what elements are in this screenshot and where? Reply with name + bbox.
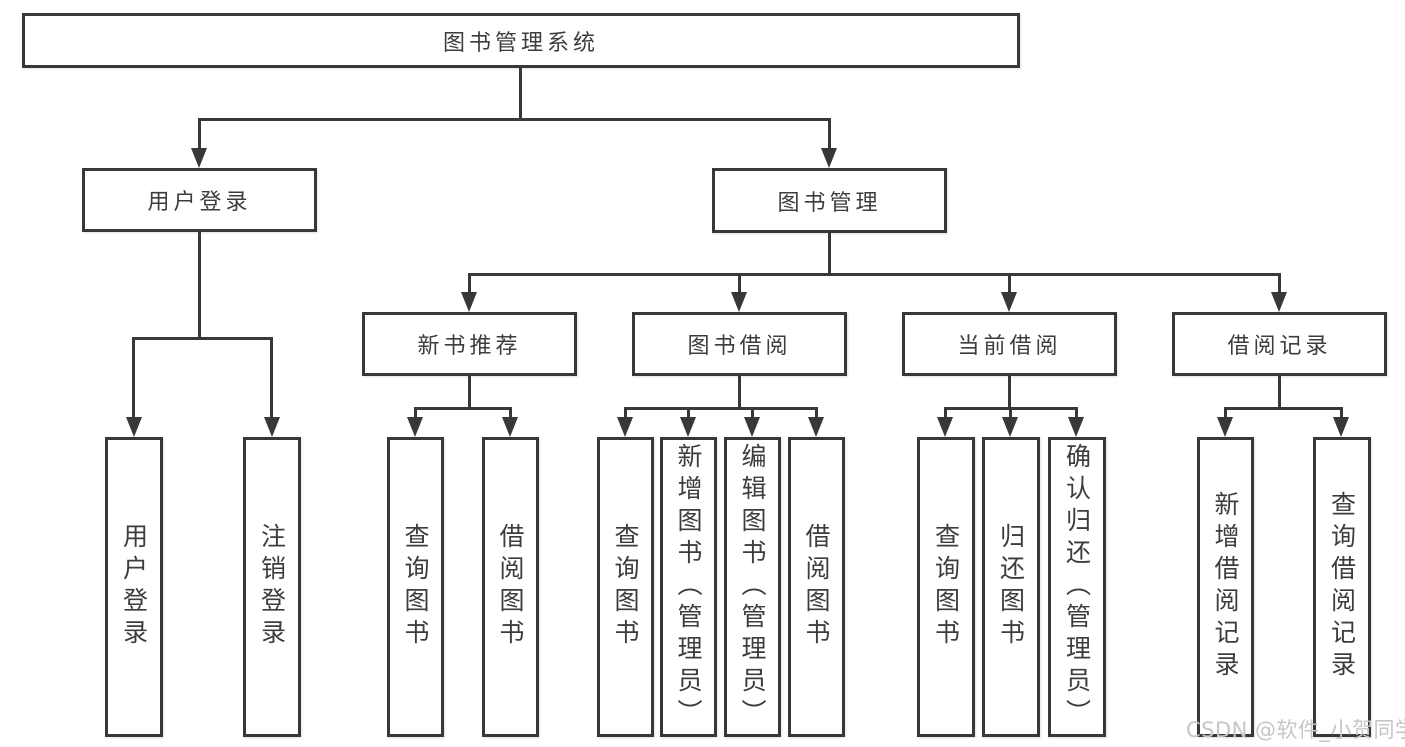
leaf-edit-book-admin-label: 编辑图书（管理员）: [738, 443, 767, 731]
connector-stub-user-login: [198, 118, 201, 149]
arrowhead-down-icon: [680, 417, 696, 437]
connector-stub-records: [1278, 273, 1281, 293]
connector-stub-leaf: [944, 407, 947, 418]
arrowhead-down-icon: [1001, 292, 1017, 312]
leaf-query-books-borrow: 查询图书: [597, 437, 654, 737]
connector-stub-leaf: [414, 407, 417, 418]
connector-stub-leaf: [1340, 407, 1343, 418]
connector-mgmt-vertical: [828, 233, 831, 273]
connector-stub-book-management: [828, 118, 831, 149]
leaf-query-books-label: 查询图书: [931, 523, 961, 651]
arrowhead-down-icon: [126, 417, 142, 437]
arrowhead-down-icon: [937, 417, 953, 437]
node-root-label: 图书管理系统: [442, 30, 599, 56]
arrowhead-down-icon: [1002, 417, 1018, 437]
node-book-management-label: 图书管理: [777, 190, 882, 216]
connector-records-horizontal: [1224, 407, 1343, 410]
connector-stub-leaf: [1224, 407, 1227, 418]
arrowhead-down-icon: [1217, 417, 1233, 437]
arrowhead-down-icon: [264, 417, 280, 437]
arrowhead-down-icon: [1068, 417, 1084, 437]
connector-borrow-horizontal: [624, 407, 818, 410]
leaf-return-book: 归还图书: [982, 437, 1040, 737]
connector-records-vertical: [1278, 376, 1281, 407]
leaf-add-borrow-record-label: 新增借阅记录: [1211, 491, 1240, 683]
leaf-user-login: 用户登录: [105, 437, 163, 737]
arrowhead-down-icon: [461, 292, 477, 312]
arrowhead-down-icon: [1333, 417, 1349, 437]
leaf-confirm-return-admin: 确认归还（管理员）: [1048, 437, 1106, 737]
connector-root-horizontal: [198, 118, 831, 121]
node-new-book-recommend: 新书推荐: [362, 312, 577, 376]
connector-stub-leaf: [1075, 407, 1078, 418]
connector-stub-leaf: [624, 407, 627, 418]
node-borrow-records: 借阅记录: [1172, 312, 1387, 376]
node-user-login: 用户登录: [82, 168, 317, 232]
arrowhead-down-icon: [1271, 292, 1287, 312]
connector-newbooks-vertical: [468, 376, 471, 407]
leaf-logout: 注销登录: [243, 437, 301, 737]
leaf-borrow-books-borrow: 借阅图书: [788, 437, 845, 737]
node-user-login-label: 用户登录: [147, 190, 252, 215]
node-new-book-recommend-label: 新书推荐: [417, 334, 522, 359]
csdn-watermark: CSDN @软件_小贺同学: [1186, 718, 1405, 742]
arrowhead-down-icon: [731, 292, 747, 312]
leaf-query-books-current: 查询图书: [917, 437, 975, 737]
arrowhead-down-icon: [502, 417, 518, 437]
node-borrow-records-label: 借阅记录: [1227, 334, 1332, 359]
connector-borrow-vertical: [738, 376, 741, 407]
connector-stub-leaf: [815, 407, 818, 418]
connector-mgmt-horizontal: [468, 273, 1281, 276]
leaf-query-borrow-record-label: 查询借阅记录: [1327, 491, 1357, 683]
arrowhead-down-icon: [407, 417, 423, 437]
connector-stub-new-books: [468, 273, 471, 293]
connector-root-vertical: [519, 68, 522, 118]
connector-login-horizontal: [132, 337, 273, 340]
leaf-add-borrow-record: 新增借阅记录: [1197, 437, 1254, 737]
node-current-borrow-label: 当前借阅: [957, 334, 1062, 359]
leaf-borrow-books-newbook: 借阅图书: [482, 437, 539, 737]
connector-newbooks-horizontal: [414, 407, 512, 410]
leaf-return-book-label: 归还图书: [996, 523, 1026, 651]
leaf-query-books-label: 查询图书: [401, 523, 430, 651]
leaf-query-borrow-record: 查询借阅记录: [1313, 437, 1371, 737]
leaf-confirm-return-admin-label: 确认归还（管理员）: [1062, 443, 1092, 731]
node-book-management: 图书管理: [712, 168, 947, 233]
leaf-user-login-label: 用户登录: [119, 523, 149, 651]
connector-stub-leaf: [509, 407, 512, 418]
leaf-borrow-books-label: 借阅图书: [802, 523, 831, 651]
leaf-logout-label: 注销登录: [257, 523, 287, 651]
connector-stub-leaf: [1009, 407, 1012, 418]
node-book-borrow: 图书借阅: [632, 312, 847, 376]
leaf-add-book-admin: 新增图书（管理员）: [660, 437, 717, 737]
connector-stub-leaf: [751, 407, 754, 418]
leaf-query-books-label: 查询图书: [611, 523, 640, 651]
leaf-edit-book-admin: 编辑图书（管理员）: [724, 437, 781, 737]
node-root: 图书管理系统: [22, 13, 1020, 68]
node-book-borrow-label: 图书借阅: [687, 334, 792, 359]
arrowhead-down-icon: [617, 417, 633, 437]
arrowhead-down-icon: [191, 148, 207, 168]
leaf-borrow-books-label: 借阅图书: [496, 523, 525, 651]
connector-stub-leaf: [132, 337, 135, 419]
arrowhead-down-icon: [821, 148, 837, 168]
arrowhead-down-icon: [744, 417, 760, 437]
node-current-borrow: 当前借阅: [902, 312, 1117, 376]
connector-stub-leaf: [687, 407, 690, 418]
connector-stub-leaf: [270, 337, 273, 419]
connector-stub-borrow: [738, 273, 741, 293]
connector-stub-current: [1008, 273, 1011, 293]
leaf-add-book-admin-label: 新增图书（管理员）: [674, 443, 703, 731]
arrowhead-down-icon: [808, 417, 824, 437]
leaf-query-books-newbook: 查询图书: [387, 437, 444, 737]
connector-current-vertical: [1008, 376, 1011, 407]
connector-login-vertical: [198, 232, 201, 337]
